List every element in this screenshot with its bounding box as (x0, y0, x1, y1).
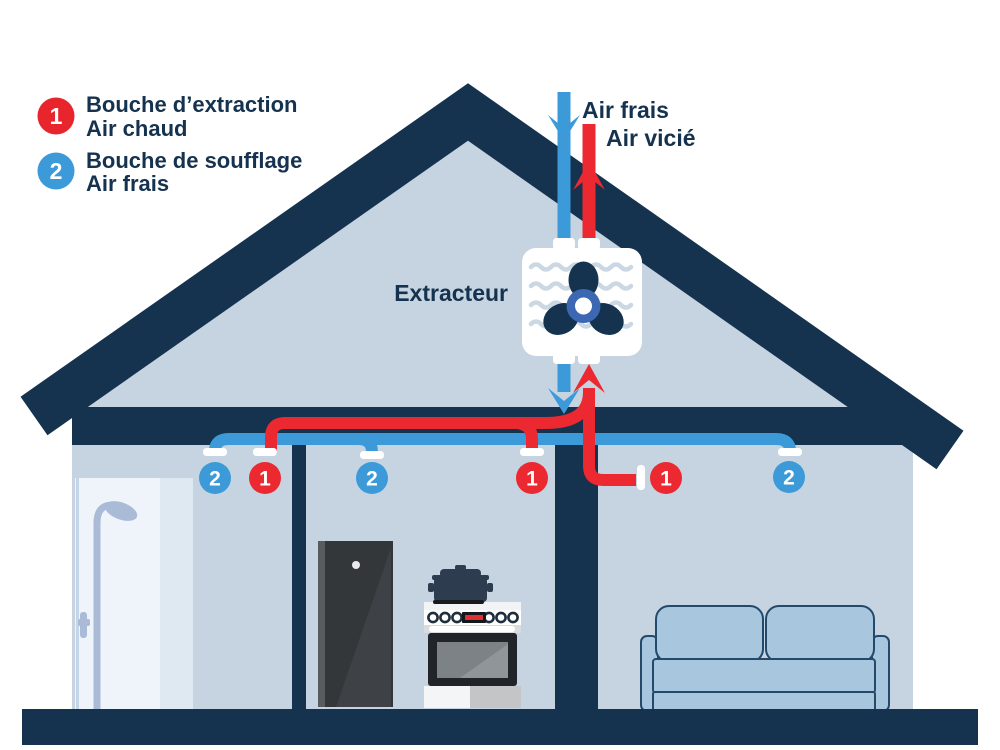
sofa-icon (640, 605, 890, 712)
legend-item-soufflage: 2 Bouche de soufflage Air frais (37, 148, 302, 196)
legend-line: Bouche de soufflage (86, 148, 302, 173)
legend-badge-number: 1 (50, 103, 63, 129)
fan-icon (543, 261, 624, 335)
fresh-air-arrow-top (548, 115, 580, 141)
vent-soufflage-1: 2 (199, 448, 231, 494)
legend-badge-blue (37, 152, 75, 190)
extractor-label: Extracteur (394, 280, 508, 306)
vent-number: 2 (366, 468, 378, 491)
vent-soufflage-3: 2 (773, 448, 805, 493)
bathroom (75, 478, 193, 709)
extractor-stubs (553, 238, 600, 364)
roof (20, 83, 964, 470)
floor (22, 709, 978, 745)
wall-bathroom-kitchen (292, 445, 306, 712)
vent-extraction-1: 1 (249, 448, 281, 494)
gable-interior (72, 126, 913, 440)
vent-extraction-2: 1 (516, 448, 548, 494)
fresh-air-label: Air frais (582, 97, 669, 123)
fresh-air-arrow-bottom (548, 388, 580, 414)
legend-item-extraction: 1 Bouche d’extraction Air chaud (37, 92, 297, 141)
wall-kitchen-living (555, 445, 598, 712)
stove-icon (424, 565, 521, 708)
vent-number: 2 (209, 468, 221, 491)
legend-badge-number: 2 (50, 158, 63, 184)
legend-line: Air frais (86, 171, 169, 196)
stale-air-label: Air vicié (606, 125, 696, 151)
extractor-unit: Extracteur (394, 238, 642, 364)
vent-extraction-3: 1 (637, 462, 682, 494)
vent-number: 1 (526, 468, 538, 491)
stale-air-arrow-top (573, 161, 605, 190)
shower-door-line (76, 478, 79, 709)
fridge-icon (318, 541, 393, 707)
legend-line: Bouche d’extraction (86, 92, 297, 117)
legend: 1 Bouche d’extraction Air chaud 2 Bouche… (37, 92, 302, 196)
legend-badge-red (37, 97, 75, 135)
shower-icon (78, 501, 138, 709)
stale-air-duct (265, 388, 636, 486)
shower-stall-side (160, 478, 193, 709)
living-room (640, 605, 890, 712)
vents: 2 1 2 1 1 2 (199, 448, 805, 494)
stale-air-arrow-bottom (573, 364, 605, 393)
legend-line: Air chaud (86, 116, 187, 141)
vent-soufflage-2: 2 (356, 451, 388, 494)
vent-number: 1 (259, 468, 271, 491)
ductwork (209, 92, 796, 486)
pot-icon (428, 565, 493, 602)
kitchen (318, 541, 521, 708)
vent-number: 1 (660, 468, 672, 491)
vent-number: 2 (783, 467, 795, 490)
